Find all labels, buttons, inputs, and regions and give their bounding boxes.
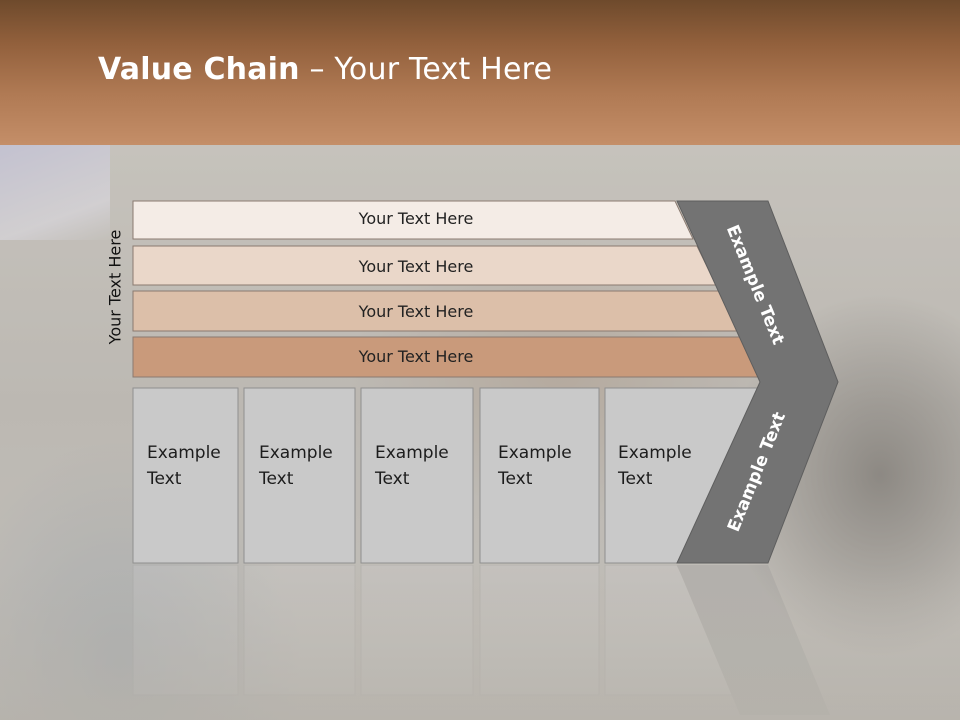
primary-cell-2-label: Example Text [259, 443, 333, 489]
value-chevron[interactable] [676, 200, 839, 564]
page-title[interactable]: Value Chain – Your Text Here [98, 52, 552, 87]
primary-cells [132, 387, 762, 564]
title-bold: Value Chain [98, 52, 300, 87]
primary-cell-2[interactable] [243, 387, 356, 564]
primary-cell-3[interactable] [360, 387, 474, 564]
support-bar-1-label: Your Text Here [358, 209, 474, 228]
primary-cell-1-label: Example Text [147, 443, 221, 489]
primary-cell-5-label: Example Text [618, 443, 692, 489]
header-band: Value Chain – Your Text Here [0, 0, 960, 145]
primary-cell-4-label: Example Text [498, 443, 572, 489]
support-bar-1[interactable] [132, 200, 694, 240]
support-bar-4-label: Your Text Here [358, 347, 474, 366]
primary-cell-1[interactable] [132, 387, 239, 564]
support-bar-2-label: Your Text Here [358, 257, 474, 276]
primary-cell-4[interactable] [479, 387, 600, 564]
primary-cell-3-label: Example Text [375, 443, 449, 489]
title-rest: – Your Text Here [299, 52, 553, 87]
background-blue-strip [0, 145, 110, 240]
support-bar-3-label: Your Text Here [358, 302, 474, 321]
